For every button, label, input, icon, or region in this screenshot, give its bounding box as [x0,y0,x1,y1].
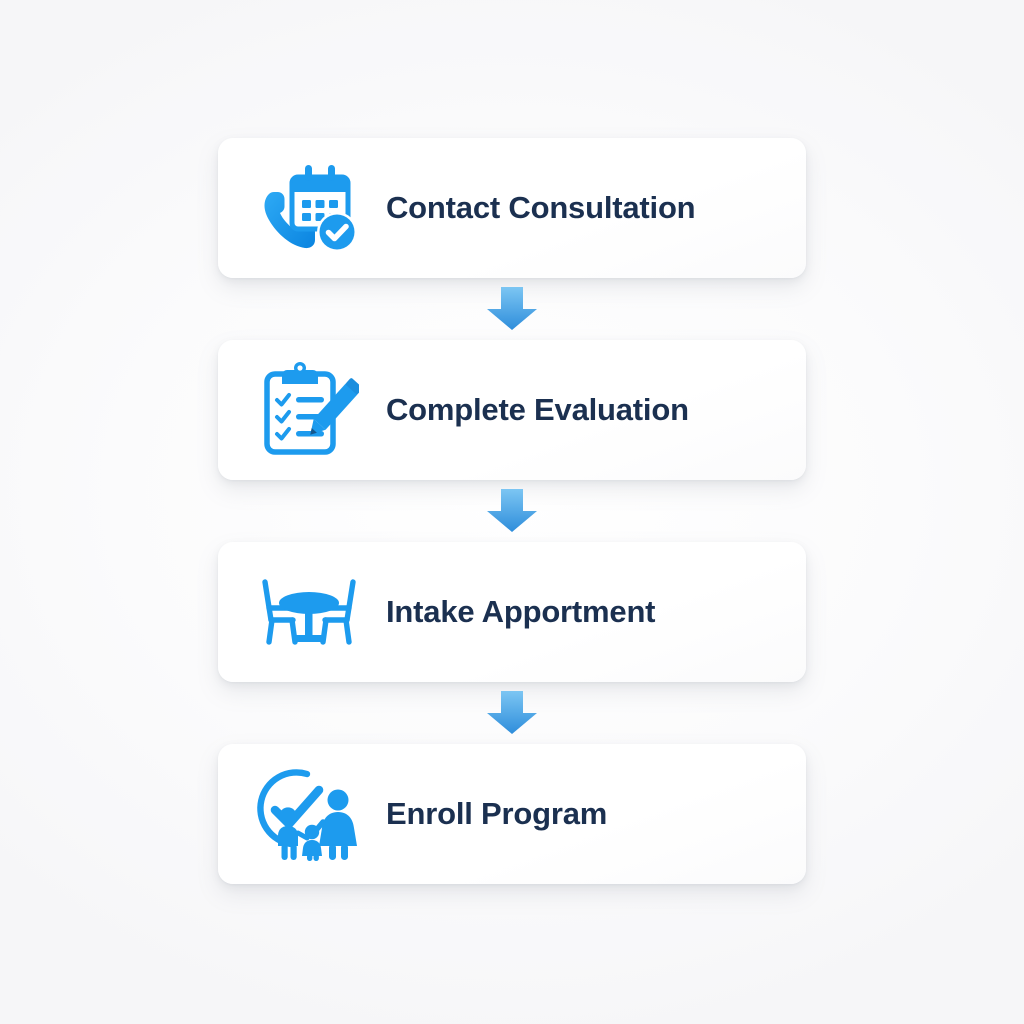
connector-arrow-2 [486,480,538,542]
arrow-down-icon [487,691,537,734]
phone-calendar-check-icon [250,158,368,258]
table-chairs-icon [250,562,368,662]
arrow-down-icon [487,489,537,532]
step-label-intake-apportment: Intake Apportment [386,594,656,629]
step-card-complete-evaluation[interactable]: Complete Evaluation [218,340,806,480]
step-card-intake-apportment[interactable]: Intake Apportment [218,542,806,682]
step-label-complete-evaluation: Complete Evaluation [386,392,689,427]
connector-arrow-1 [486,278,538,340]
step-card-contact-consultation[interactable]: Contact Consultation [218,138,806,278]
connector-arrow-3 [486,682,538,744]
step-card-enroll-program[interactable]: Enroll Program [218,744,806,884]
check-circle-family-icon [250,764,368,864]
arrow-down-icon [487,287,537,330]
clipboard-checklist-pencil-icon [250,360,368,460]
step-label-enroll-program: Enroll Program [386,796,608,831]
step-label-contact-consultation: Contact Consultation [386,190,696,225]
